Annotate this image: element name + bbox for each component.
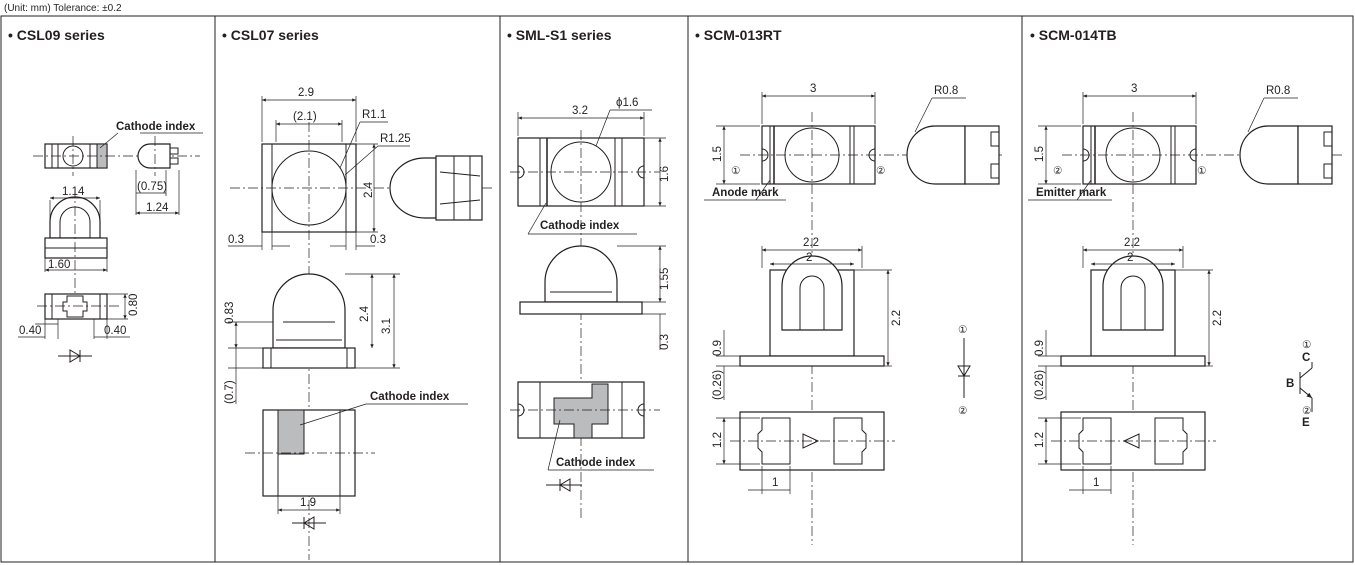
dim-label: 2.2 <box>1124 237 1140 249</box>
diode-schematic-icon: ① ② <box>957 324 971 417</box>
csl09-front-view <box>44 188 108 306</box>
dim-label: 0.3 <box>370 234 386 246</box>
pin-label: ① <box>1302 339 1312 351</box>
dim-label: R1.1 <box>362 109 386 121</box>
dim-label: 0.80 <box>128 294 140 316</box>
scm013-bottom-view <box>730 411 895 471</box>
dim-label: 1.24 <box>146 202 169 214</box>
emitter-mark-label: Emitter mark <box>1036 187 1107 199</box>
dim-label: R0.8 <box>934 85 958 97</box>
anode-mark-label: Anode mark <box>712 187 779 199</box>
dim-label: 2 <box>806 252 812 264</box>
dim-label: 2.4 <box>359 305 371 322</box>
dim-label: 0.9 <box>712 340 724 356</box>
dim-label: R1.25 <box>380 133 411 145</box>
pin-label: ② <box>1053 165 1063 177</box>
dim-label: 0.9 <box>1034 340 1046 356</box>
pin-label: ② <box>1302 405 1312 417</box>
dim-label: (0.7) <box>224 380 236 404</box>
pin-label: ① <box>731 165 741 177</box>
csl09-side-view <box>137 136 179 176</box>
dim-label: 1.9 <box>300 497 316 509</box>
dim-label: 1 <box>772 477 778 489</box>
pin-label: ① <box>958 324 968 336</box>
emitter-label: E <box>1302 417 1310 429</box>
dim-label: 2 <box>1127 252 1133 264</box>
pin-label: ② <box>876 165 886 177</box>
panel-title: • SML-S1 series <box>507 27 612 43</box>
dim-label: 3.2 <box>572 105 588 117</box>
panel-csl09: • CSL09 series Cathode index (0.75) 1. <box>8 27 203 363</box>
sml-s1-top-view <box>510 130 660 520</box>
dim-label: (0.26) <box>1034 370 1046 400</box>
dim-label: (0.75) <box>137 181 167 193</box>
csl07-bottom-view <box>245 409 375 497</box>
dim-label: 1 <box>1093 477 1099 489</box>
diode-symbol-icon <box>546 478 582 492</box>
scm014-side-view <box>1239 125 1333 185</box>
sml-s1-front-view <box>519 245 643 315</box>
scm013-front-view <box>739 255 885 367</box>
dim-label: 0.3 <box>659 334 671 350</box>
dim-label: 2.4 <box>363 181 375 198</box>
dim-label: 3.1 <box>381 318 393 334</box>
dim-label: 3 <box>810 83 816 95</box>
dim-label: 0.40 <box>19 325 41 337</box>
dim-label: 3 <box>1131 83 1137 95</box>
dim-label: 1.5 <box>712 146 724 162</box>
panel-title: • SCM-014TB <box>1030 27 1117 43</box>
diode-symbol-icon <box>292 516 326 530</box>
scm013-top-view <box>740 112 1005 545</box>
cathode-index-label-top: Cathode index <box>540 220 620 232</box>
dim-label: 1.60 <box>48 259 70 271</box>
diode-symbol-icon <box>58 349 92 363</box>
unit-note: (Unit: mm) Tolerance: ±0.2 <box>4 3 122 14</box>
transistor-schematic-icon: ① C B ② E <box>1286 339 1313 429</box>
dim-label: 2.9 <box>298 87 314 99</box>
collector-label: C <box>1302 352 1310 364</box>
csl09-top-view <box>33 136 200 176</box>
panel-scm-013rt: • SCM-013RT 3 1.5 ① ② Anode mark <box>695 27 1005 545</box>
base-label: B <box>1286 378 1294 390</box>
panel-scm-014tb: • SCM-014TB 3 1.5 ② ① Emitter mark <box>1028 27 1345 545</box>
dim-label: R0.8 <box>1266 85 1290 97</box>
pin-label: ① <box>1197 165 1207 177</box>
cathode-index-label: Cathode index <box>370 391 450 403</box>
dim-label: 2.2 <box>891 310 903 326</box>
dim-label: 2.2 <box>1212 310 1224 326</box>
dim-label: 1.2 <box>1034 432 1046 448</box>
cathode-index-label-bottom: Cathode index <box>556 457 636 469</box>
panel-csl07: • CSL07 series 2.9 (2.1) R1.1 R1.25 2.4 <box>222 27 495 560</box>
dim-label: 0.40 <box>104 325 126 337</box>
panel-title: • SCM-013RT <box>695 27 782 43</box>
dim-label: 0.3 <box>228 234 244 246</box>
scm014-front-view <box>1060 255 1206 367</box>
panel-title: • CSL07 series <box>222 27 319 43</box>
scm014-top-view <box>1062 112 1345 545</box>
dim-label: 1.14 <box>62 186 85 198</box>
dim-label: 1.2 <box>712 432 724 448</box>
csl07-front-view <box>262 273 356 369</box>
dim-label: (0.26) <box>712 370 724 400</box>
csl07-side-view <box>389 155 483 221</box>
pin-label: ② <box>958 405 968 417</box>
dim-label: ϕ1.6 <box>616 97 638 109</box>
panel-frame <box>0 15 1354 563</box>
cathode-index-label: Cathode index <box>116 121 196 133</box>
dim-label: 2.2 <box>803 237 819 249</box>
panel-sml-s1: • SML-S1 series 3.2 ϕ1.6 1.6 Cathode ind… <box>507 27 671 520</box>
dim-label: 0.83 <box>224 302 236 324</box>
csl09-bottom-view <box>37 293 120 320</box>
dim-label: 1.55 <box>659 268 671 290</box>
dim-label: 1.5 <box>1034 146 1046 162</box>
scm014-bottom-view <box>1051 411 1216 471</box>
panel-title: • CSL09 series <box>8 27 105 43</box>
dim-label: (2.1) <box>293 111 317 123</box>
sml-s1-bottom-view <box>510 381 660 439</box>
scm013-side-view <box>906 125 1000 185</box>
dim-label: 1.6 <box>659 166 671 182</box>
